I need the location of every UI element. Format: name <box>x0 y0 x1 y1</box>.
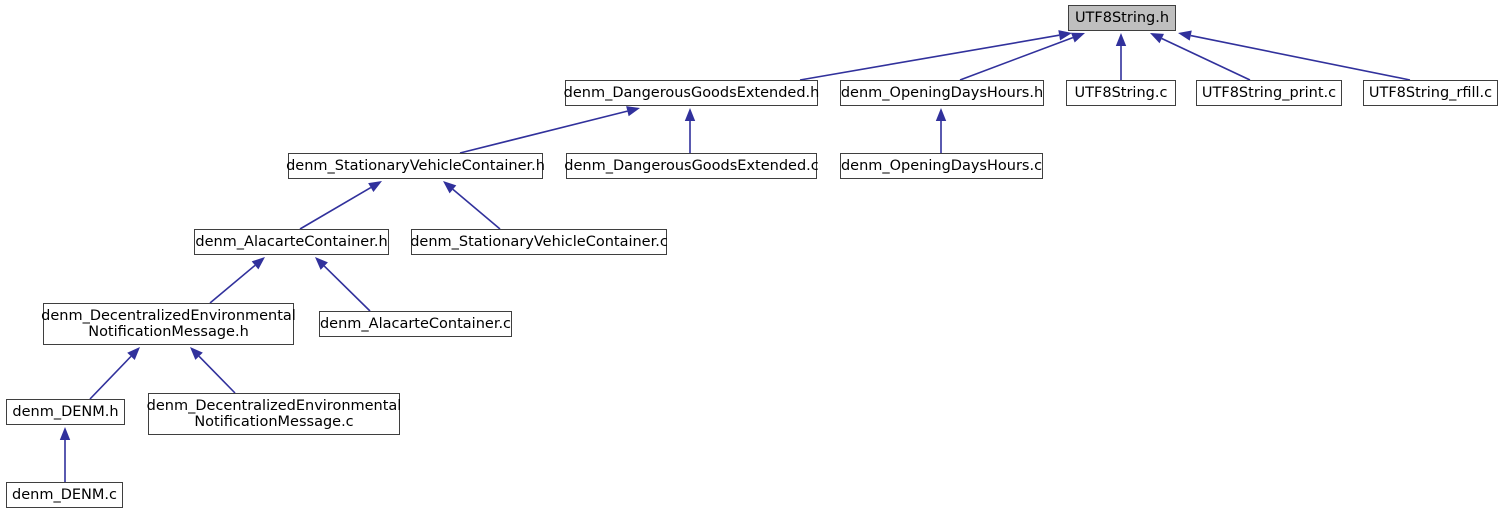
graph-node-utf8string_h[interactable]: UTF8String.h <box>1068 5 1176 31</box>
graph-node-utf8_print_c[interactable]: UTF8String_print.c <box>1196 80 1342 106</box>
graph-node-denm_denm_h[interactable]: denm_DENM.h <box>6 399 125 425</box>
graph-node-dge_h[interactable]: denm_DangerousGoodsExtended.h <box>564 80 819 106</box>
graph-node-label: denm_DecentralizedEnvironmental Notifica… <box>146 398 402 430</box>
graph-edge <box>1190 34 1411 81</box>
graph-node-alacarte_h[interactable]: denm_AlacarteContainer.h <box>194 229 389 255</box>
graph-edge <box>1161 37 1251 81</box>
graph-node-label: denm_AlacarteContainer.c <box>319 316 512 332</box>
graph-edge <box>209 264 256 304</box>
graph-edge <box>459 110 628 154</box>
graph-node-odh_h[interactable]: denm_OpeningDaysHours.h <box>840 80 1044 106</box>
graph-edge <box>198 355 236 394</box>
graph-node-label: denm_StationaryVehicleContainer.c <box>410 234 668 250</box>
graph-edge-arrowhead <box>626 106 640 117</box>
graph-edge-arrowhead <box>190 347 203 360</box>
graph-node-label: denm_DENM.h <box>12 404 119 420</box>
graph-node-label: denm_StationaryVehicleContainer.h <box>286 158 545 174</box>
graph-node-label: denm_OpeningDaysHours.c <box>840 158 1043 174</box>
graph-node-label: denm_DENM.c <box>12 487 117 503</box>
graph-edge <box>799 34 1060 81</box>
graph-node-label: denm_DecentralizedEnvironmental Notifica… <box>41 308 296 340</box>
graph-node-label: denm_DangerousGoodsExtended.h <box>563 85 820 101</box>
graph-node-svc_h[interactable]: denm_StationaryVehicleContainer.h <box>286 153 545 179</box>
graph-node-alacarte_c[interactable]: denm_AlacarteContainer.c <box>319 311 512 337</box>
graph-edge <box>299 186 372 230</box>
graph-edge <box>959 36 1074 81</box>
graph-node-denm_c[interactable]: denm_DecentralizedEnvironmental Notifica… <box>147 393 401 435</box>
graph-edge-arrowhead <box>443 181 457 194</box>
graph-edge-arrowhead <box>1115 33 1127 46</box>
graph-node-label: denm_AlacarteContainer.h <box>195 234 388 250</box>
graph-node-utf8_rfill_c[interactable]: UTF8String_rfill.c <box>1363 80 1498 106</box>
graph-node-label: UTF8String.c <box>1074 85 1168 101</box>
graph-edge-arrowhead <box>684 108 696 121</box>
graph-node-odh_c[interactable]: denm_OpeningDaysHours.c <box>840 153 1043 179</box>
graph-node-svc_c[interactable]: denm_StationaryVehicleContainer.c <box>410 229 668 255</box>
graph-node-label: UTF8String_print.c <box>1201 85 1337 101</box>
graph-edge-arrowhead <box>127 347 140 360</box>
graph-edge-arrowhead <box>1150 33 1164 44</box>
graph-node-label: UTF8String.h <box>1074 10 1170 26</box>
graph-node-denm_denm_c[interactable]: denm_DENM.c <box>6 482 123 508</box>
graph-node-label: UTF8String_rfill.c <box>1368 85 1493 101</box>
graph-edge-arrowhead <box>935 108 947 121</box>
graph-edge-arrowhead <box>251 257 265 270</box>
graph-edge <box>452 188 501 230</box>
graph-node-dge_c[interactable]: denm_DangerousGoodsExtended.c <box>564 153 819 179</box>
graph-edge-arrowhead <box>59 427 71 440</box>
graph-node-utf8string_c[interactable]: UTF8String.c <box>1066 80 1176 106</box>
graph-edge <box>89 355 132 400</box>
graph-node-label: denm_OpeningDaysHours.h <box>840 85 1044 101</box>
graph-edge-arrowhead <box>368 181 382 193</box>
graph-node-label: denm_DangerousGoodsExtended.c <box>564 158 819 174</box>
graph-edge-arrowhead <box>1178 30 1192 41</box>
graph-edge-arrowhead <box>1058 30 1072 41</box>
graph-edge-arrowhead <box>1071 32 1085 43</box>
graph-edge <box>323 265 371 312</box>
graph-edge-arrowhead <box>315 257 328 270</box>
graph-node-denm_h[interactable]: denm_DecentralizedEnvironmental Notifica… <box>41 303 296 345</box>
